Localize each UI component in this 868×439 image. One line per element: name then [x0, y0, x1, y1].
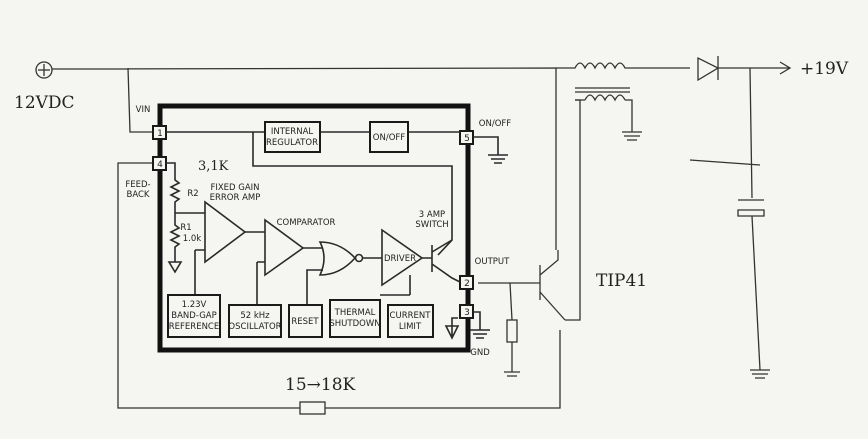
oscillator-block: 52 kHz OSCILLATOR [228, 304, 282, 338]
output-pin-label: OUTPUT [475, 257, 510, 267]
feedback-label-2: BACK [126, 190, 149, 200]
wire [256, 247, 323, 315]
r2-label: R2 [187, 189, 198, 199]
svg-text:SHUTDOWN: SHUTDOWN [329, 319, 380, 329]
error-amp [204, 200, 247, 264]
pin-3: 3 [459, 304, 474, 319]
output-capacitor [689, 67, 770, 379]
switch-transistor [380, 239, 461, 296]
diode [697, 56, 792, 82]
r2-value-label: 3,1K [198, 159, 229, 174]
switch-label: 3 AMP [419, 210, 445, 220]
input-terminal [35, 61, 53, 79]
regulator-label: REGULATOR [266, 138, 318, 148]
transistor-label: TIP41 [596, 271, 647, 291]
pin-4: 4 [152, 156, 167, 171]
gnd-label: GND [470, 348, 490, 358]
pin-5: 5 [459, 130, 474, 145]
nor-bubble [354, 253, 364, 263]
output-voltage-label: +19V [800, 59, 849, 79]
on-off-block [369, 121, 409, 153]
regulator-ic [157, 103, 471, 353]
vin-label: VIN [136, 105, 151, 115]
feedback-resistor-label: 15→18K [285, 375, 356, 395]
wire [194, 231, 265, 295]
comparator-label: COMPARATOR [277, 218, 336, 228]
thermal-shutdown-block: THERMAL SHUTDOWN [329, 299, 381, 338]
svg-text:1: 1 [157, 129, 163, 139]
svg-text:LIMIT: LIMIT [399, 322, 422, 332]
on-off-pin-label: ON/OFF [479, 119, 511, 129]
svg-text:THERMAL: THERMAL [334, 308, 376, 318]
reset-block: RESET [288, 304, 323, 338]
svg-text:5: 5 [464, 134, 470, 144]
r1-label: R1 [180, 223, 191, 233]
comparator [264, 218, 305, 277]
resistor-divider [166, 162, 205, 274]
driver-label: DRIVER [384, 254, 416, 264]
inductor [556, 62, 690, 321]
current-limit-block: CURRENT LIMIT [387, 304, 434, 338]
reference-block: 1.23V BAND-GAP REFERENCE [167, 294, 221, 338]
error-amp-label: ERROR AMP [210, 193, 261, 203]
svg-text:52 kHz: 52 kHz [240, 311, 270, 321]
svg-text:CURRENT: CURRENT [390, 311, 432, 321]
regulator-label: INTERNAL [271, 127, 314, 137]
r1-value: 1.0k [183, 234, 202, 244]
switch-label: SWITCH [415, 220, 448, 230]
svg-text:RESET: RESET [291, 317, 319, 327]
svg-text:2: 2 [464, 279, 470, 289]
svg-text:BAND-GAP: BAND-GAP [171, 311, 216, 321]
pin-1: 1 [152, 125, 167, 140]
on-off-block-label: ON/OFF [373, 133, 405, 143]
feedback-wire [117, 162, 561, 409]
svg-text:OSCILLATOR: OSCILLATOR [228, 322, 281, 332]
input-voltage-label: 12VDC [14, 93, 75, 113]
svg-text:3: 3 [464, 308, 470, 318]
error-amp-label: FIXED GAIN [210, 183, 259, 193]
feedback-resistor [299, 401, 326, 415]
nor-gate [318, 241, 357, 276]
pin-2: 2 [459, 275, 474, 290]
gnd-ground [444, 311, 490, 340]
internal-regulator-block [264, 121, 321, 153]
feedback-label-1: FEED- [125, 180, 150, 190]
on-off-ground [473, 136, 508, 164]
tip41-transistor [478, 250, 566, 377]
svg-text:REFERENCE: REFERENCE [169, 322, 219, 332]
driver [381, 228, 424, 287]
internal-wiring [166, 131, 460, 256]
svg-text:4: 4 [157, 160, 163, 170]
svg-text:1.23V: 1.23V [182, 300, 207, 310]
